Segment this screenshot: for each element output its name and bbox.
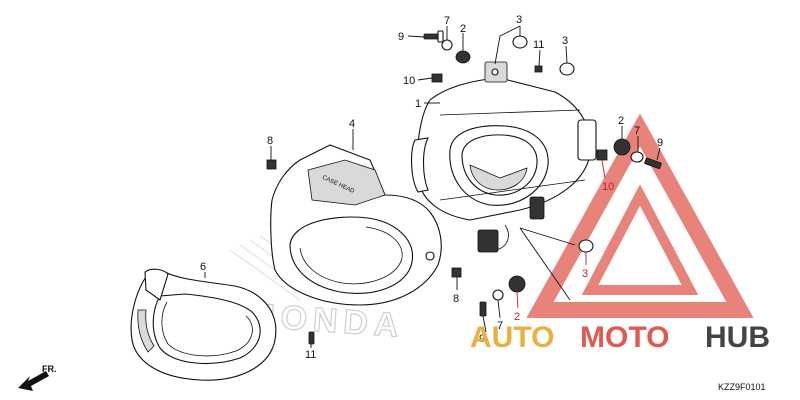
callout-labels: 9 7 2 3 11 3 10 1 8 4 2 7 9 10 3 6 8 7 2… bbox=[200, 14, 663, 361]
direction-label: FR. bbox=[42, 364, 57, 374]
callout-2-top: 2 bbox=[460, 23, 466, 35]
fasteners bbox=[266, 30, 662, 345]
front-direction-arrow: FR. bbox=[18, 364, 57, 391]
watermark-moto: MOTO bbox=[580, 321, 669, 354]
callout-1: 1 bbox=[415, 98, 421, 110]
callout-3-lower: 3 bbox=[582, 268, 588, 280]
callout-3-top: 3 bbox=[516, 14, 522, 26]
callout-10-top: 10 bbox=[403, 75, 415, 87]
callout-8-lower: 8 bbox=[453, 293, 459, 305]
callout-8-left: 8 bbox=[267, 135, 273, 147]
callout-9-right: 9 bbox=[657, 137, 663, 149]
watermark-hub: HUB bbox=[705, 321, 770, 354]
watermark-auto: AUTO bbox=[470, 321, 554, 354]
callout-7-right: 7 bbox=[634, 125, 640, 137]
callout-9-lower: 9 bbox=[479, 333, 485, 345]
callout-4: 4 bbox=[349, 118, 355, 130]
callout-2-lower: 2 bbox=[514, 311, 520, 323]
leader-lines bbox=[204, 25, 661, 348]
part-6-headlight-rim bbox=[130, 268, 277, 381]
watermark-triangle bbox=[526, 113, 754, 318]
diagram-code: KZZ9F0101 bbox=[718, 382, 766, 392]
callout-7-top: 7 bbox=[444, 15, 450, 27]
callout-11: 11 bbox=[533, 39, 544, 51]
callout-11-lower: 11 bbox=[305, 349, 316, 361]
callout-9-top: 9 bbox=[398, 31, 404, 43]
callout-2-right: 2 bbox=[618, 115, 624, 127]
part-4-headlight-case: CASE HEAD bbox=[270, 144, 442, 306]
callout-6: 6 bbox=[200, 261, 206, 273]
callout-7-lower: 7 bbox=[497, 320, 503, 332]
part-1-headlight-unit bbox=[411, 61, 597, 253]
callout-3-right: 3 bbox=[562, 35, 568, 47]
callout-10-right: 10 bbox=[602, 181, 614, 193]
watermark-wordmark: AUTO MOTO HUB bbox=[470, 321, 770, 354]
